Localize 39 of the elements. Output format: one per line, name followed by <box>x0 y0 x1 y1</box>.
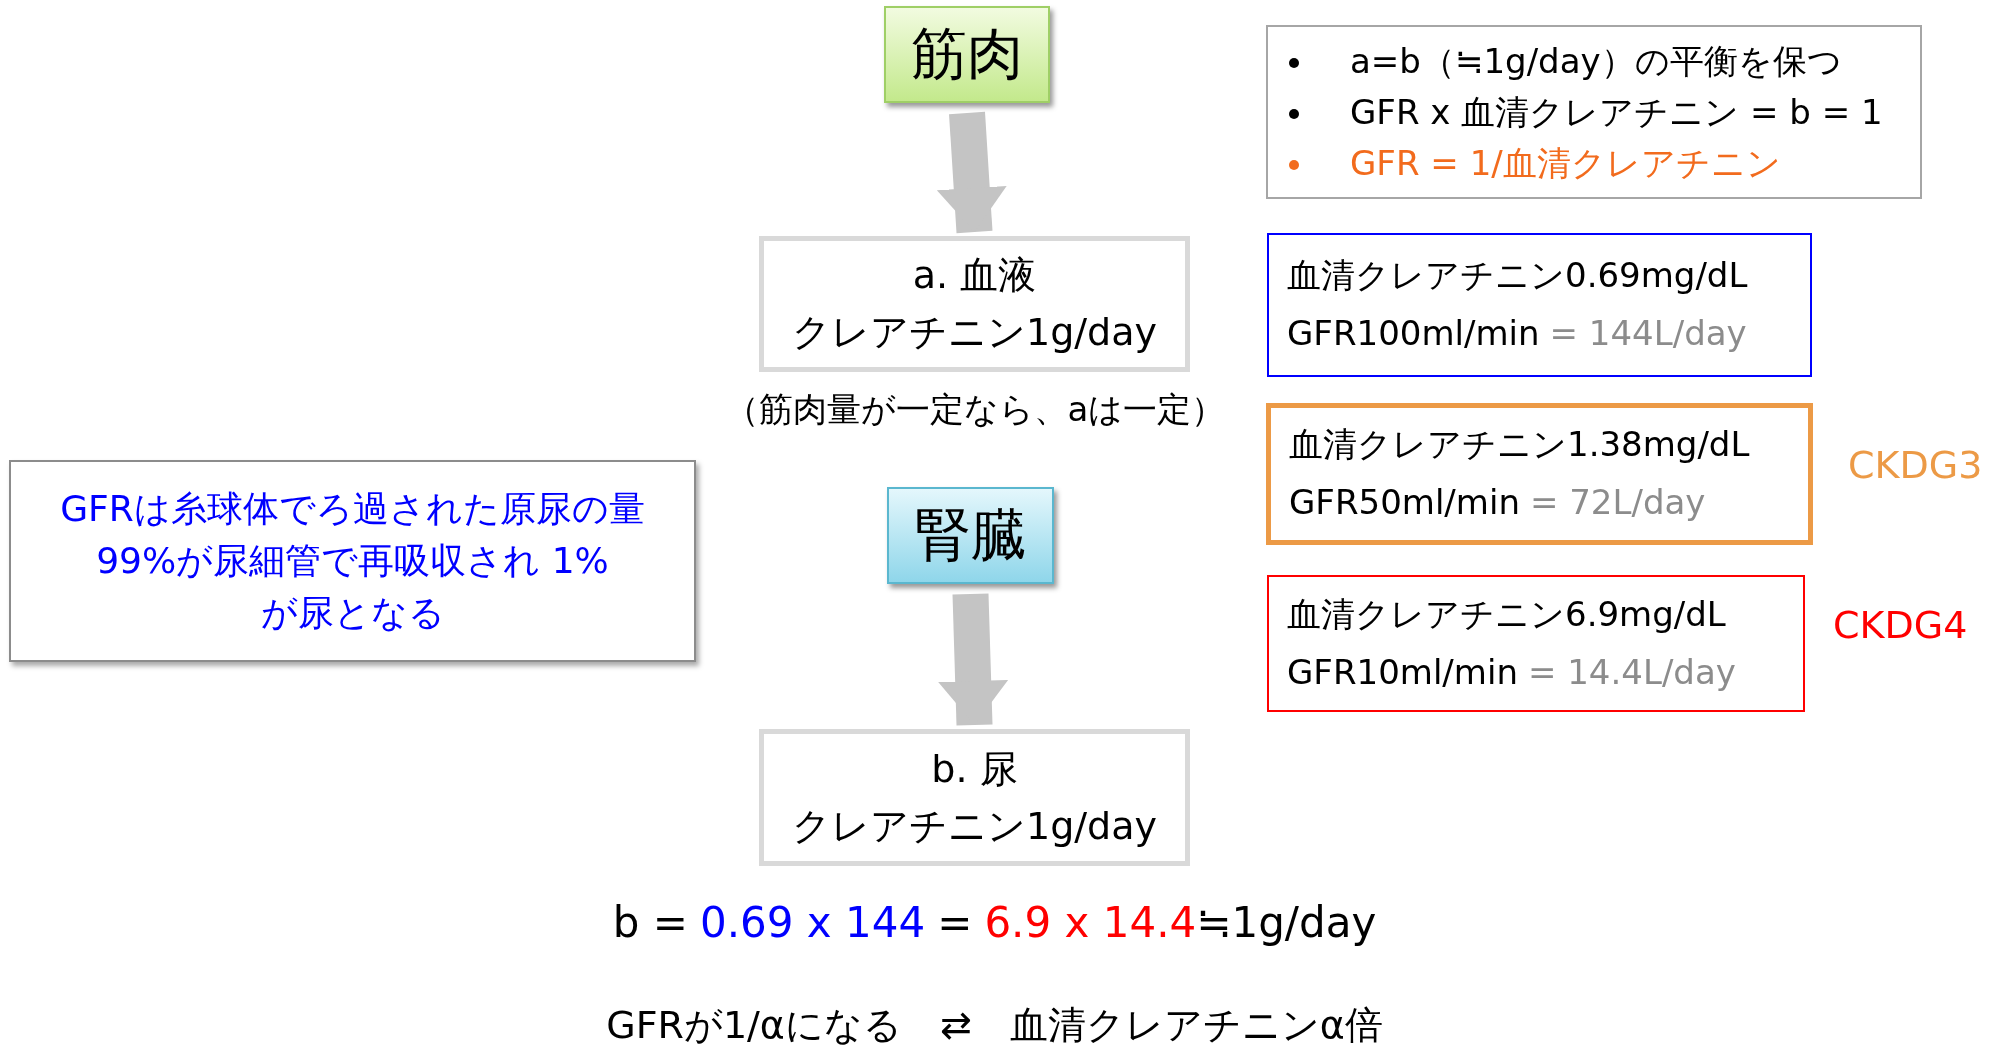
value-text: = 144L/day <box>1549 313 1747 353</box>
box-text: クレアチニン1g/day <box>792 803 1157 848</box>
note-text: GFRは糸球体でろ過された原尿の量 99%が尿細管で再吸収され 1%が尿となる <box>59 486 646 636</box>
formula-text: GFRが1/αになる ⇄ 血清クレアチニンα倍 <box>605 1002 1384 1046</box>
note-box <box>9 460 696 662</box>
formula-text: = <box>937 898 973 947</box>
value-text: 血清クレアチニン1.38mg/dL <box>1289 423 1751 467</box>
process-box <box>759 236 1190 372</box>
block-arrow <box>938 593 1009 726</box>
formula-text: 6.9 x 14.4 <box>984 898 1197 947</box>
value-text: = 14.4L/day <box>1527 651 1736 692</box>
bullet-text: a=b（≒1g/day）の平衡を保つ <box>1350 40 1842 81</box>
formula-text: b = <box>612 898 688 947</box>
value-box <box>1267 233 1812 377</box>
bullet-text: GFR x 血清クレアチニン = b = 1 <box>1350 91 1883 132</box>
organ-label: 筋肉 <box>911 20 1023 86</box>
block-arrow <box>936 111 1007 234</box>
value-text: GFR10ml/min <box>1287 651 1518 692</box>
organ-box <box>887 487 1054 584</box>
organ-box <box>884 6 1050 103</box>
organ-label: 腎臓 <box>914 501 1027 567</box>
process-box <box>759 729 1190 866</box>
value-box <box>1266 403 1813 545</box>
bullet-box <box>1266 25 1922 199</box>
stage-label: CKDG3 <box>1848 443 1983 487</box>
value-text: = 72L/day <box>1529 482 1706 522</box>
box-text: a. 血液 <box>912 253 1037 297</box>
formula-text: ≒1g/day <box>1196 898 1377 947</box>
box-text: b. 尿 <box>931 746 1018 791</box>
stage-label: CKDG4 <box>1833 603 1968 647</box>
value-text: 血清クレアチニン0.69mg/dL <box>1287 254 1749 298</box>
box-text: クレアチニン1g/day <box>792 310 1157 354</box>
value-box <box>1267 575 1805 712</box>
value-text: 血清クレアチニン6.9mg/dL <box>1287 592 1727 636</box>
bullet-text: GFR = 1/血清クレアチニン <box>1350 142 1781 183</box>
value-text: GFR100ml/min <box>1287 313 1540 353</box>
value-text: GFR50ml/min <box>1289 482 1520 522</box>
formula-text: 0.69 x 144 <box>699 898 926 947</box>
note-text: （筋肉量が一定なら、aは一定） <box>723 388 1227 431</box>
